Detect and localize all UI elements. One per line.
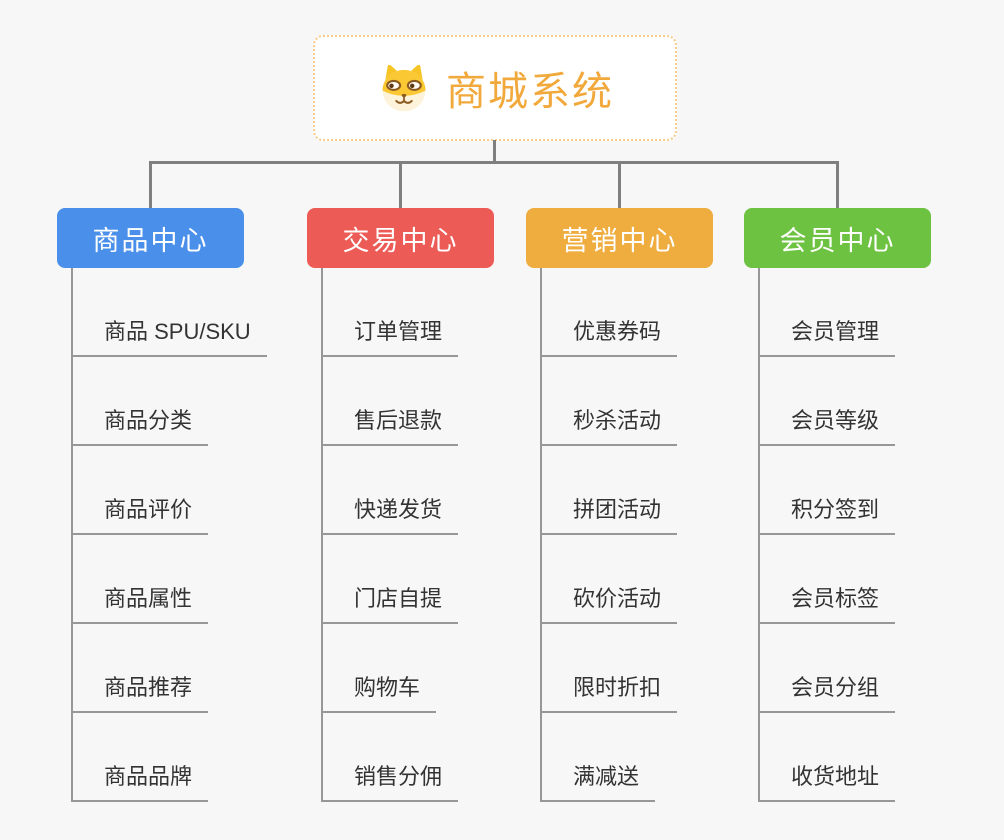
leaf-node[interactable]: 会员管理 (758, 316, 896, 357)
leaf-node[interactable]: 会员等级 (758, 405, 896, 446)
leaf-node[interactable]: 限时折扣 (540, 672, 678, 713)
connector-stub-branch-products (149, 161, 152, 209)
connector-stub-branch-members (836, 161, 839, 209)
branch-label: 商品中心 (92, 225, 209, 256)
dog-face-icon (382, 64, 426, 112)
leaf-node[interactable]: 收货地址 (758, 761, 896, 802)
branch-node-product-center[interactable]: 商品中心 (57, 208, 244, 268)
leaf-node[interactable]: 优惠券码 (540, 316, 678, 357)
leaf-node[interactable]: 积分签到 (758, 494, 896, 535)
root-title: 商城系统 (446, 70, 614, 114)
connector-stub-branch-marketing (618, 161, 621, 209)
branch-node-member-center[interactable]: 会员中心 (744, 208, 931, 268)
leaf-node[interactable]: 商品属性 (71, 583, 209, 624)
connector-root-stem (493, 140, 496, 163)
connector-stub-branch-trade (399, 161, 402, 209)
leaf-node[interactable]: 满减送 (540, 761, 656, 802)
leaf-node[interactable]: 拼团活动 (540, 494, 678, 535)
leaf-node[interactable]: 销售分佣 (321, 761, 459, 802)
branch-label: 会员中心 (779, 225, 896, 256)
leaf-node[interactable]: 售后退款 (321, 405, 459, 446)
leaf-node[interactable]: 商品 SPU/SKU (71, 316, 267, 357)
branch-label: 营销中心 (561, 225, 678, 256)
branch-label: 交易中心 (342, 225, 459, 256)
leaf-node[interactable]: 秒杀活动 (540, 405, 678, 446)
root-node[interactable]: 商城系统 (313, 35, 677, 141)
leaf-node[interactable]: 商品评价 (71, 494, 209, 535)
leaf-node[interactable]: 商品品牌 (71, 761, 209, 802)
leaf-node[interactable]: 商品推荐 (71, 672, 209, 713)
leaf-node[interactable]: 购物车 (321, 672, 437, 713)
branch-node-trade-center[interactable]: 交易中心 (307, 208, 494, 268)
leaf-node[interactable]: 商品分类 (71, 405, 209, 446)
leaf-node[interactable]: 门店自提 (321, 583, 459, 624)
leaf-node[interactable]: 快递发货 (321, 494, 459, 535)
leaf-node[interactable]: 订单管理 (321, 316, 459, 357)
connector-horizontal-bar (149, 161, 839, 164)
leaf-node[interactable]: 会员标签 (758, 583, 896, 624)
leaf-node[interactable]: 砍价活动 (540, 583, 678, 624)
branch-node-marketing-center[interactable]: 营销中心 (526, 208, 713, 268)
leaf-node[interactable]: 会员分组 (758, 672, 896, 713)
